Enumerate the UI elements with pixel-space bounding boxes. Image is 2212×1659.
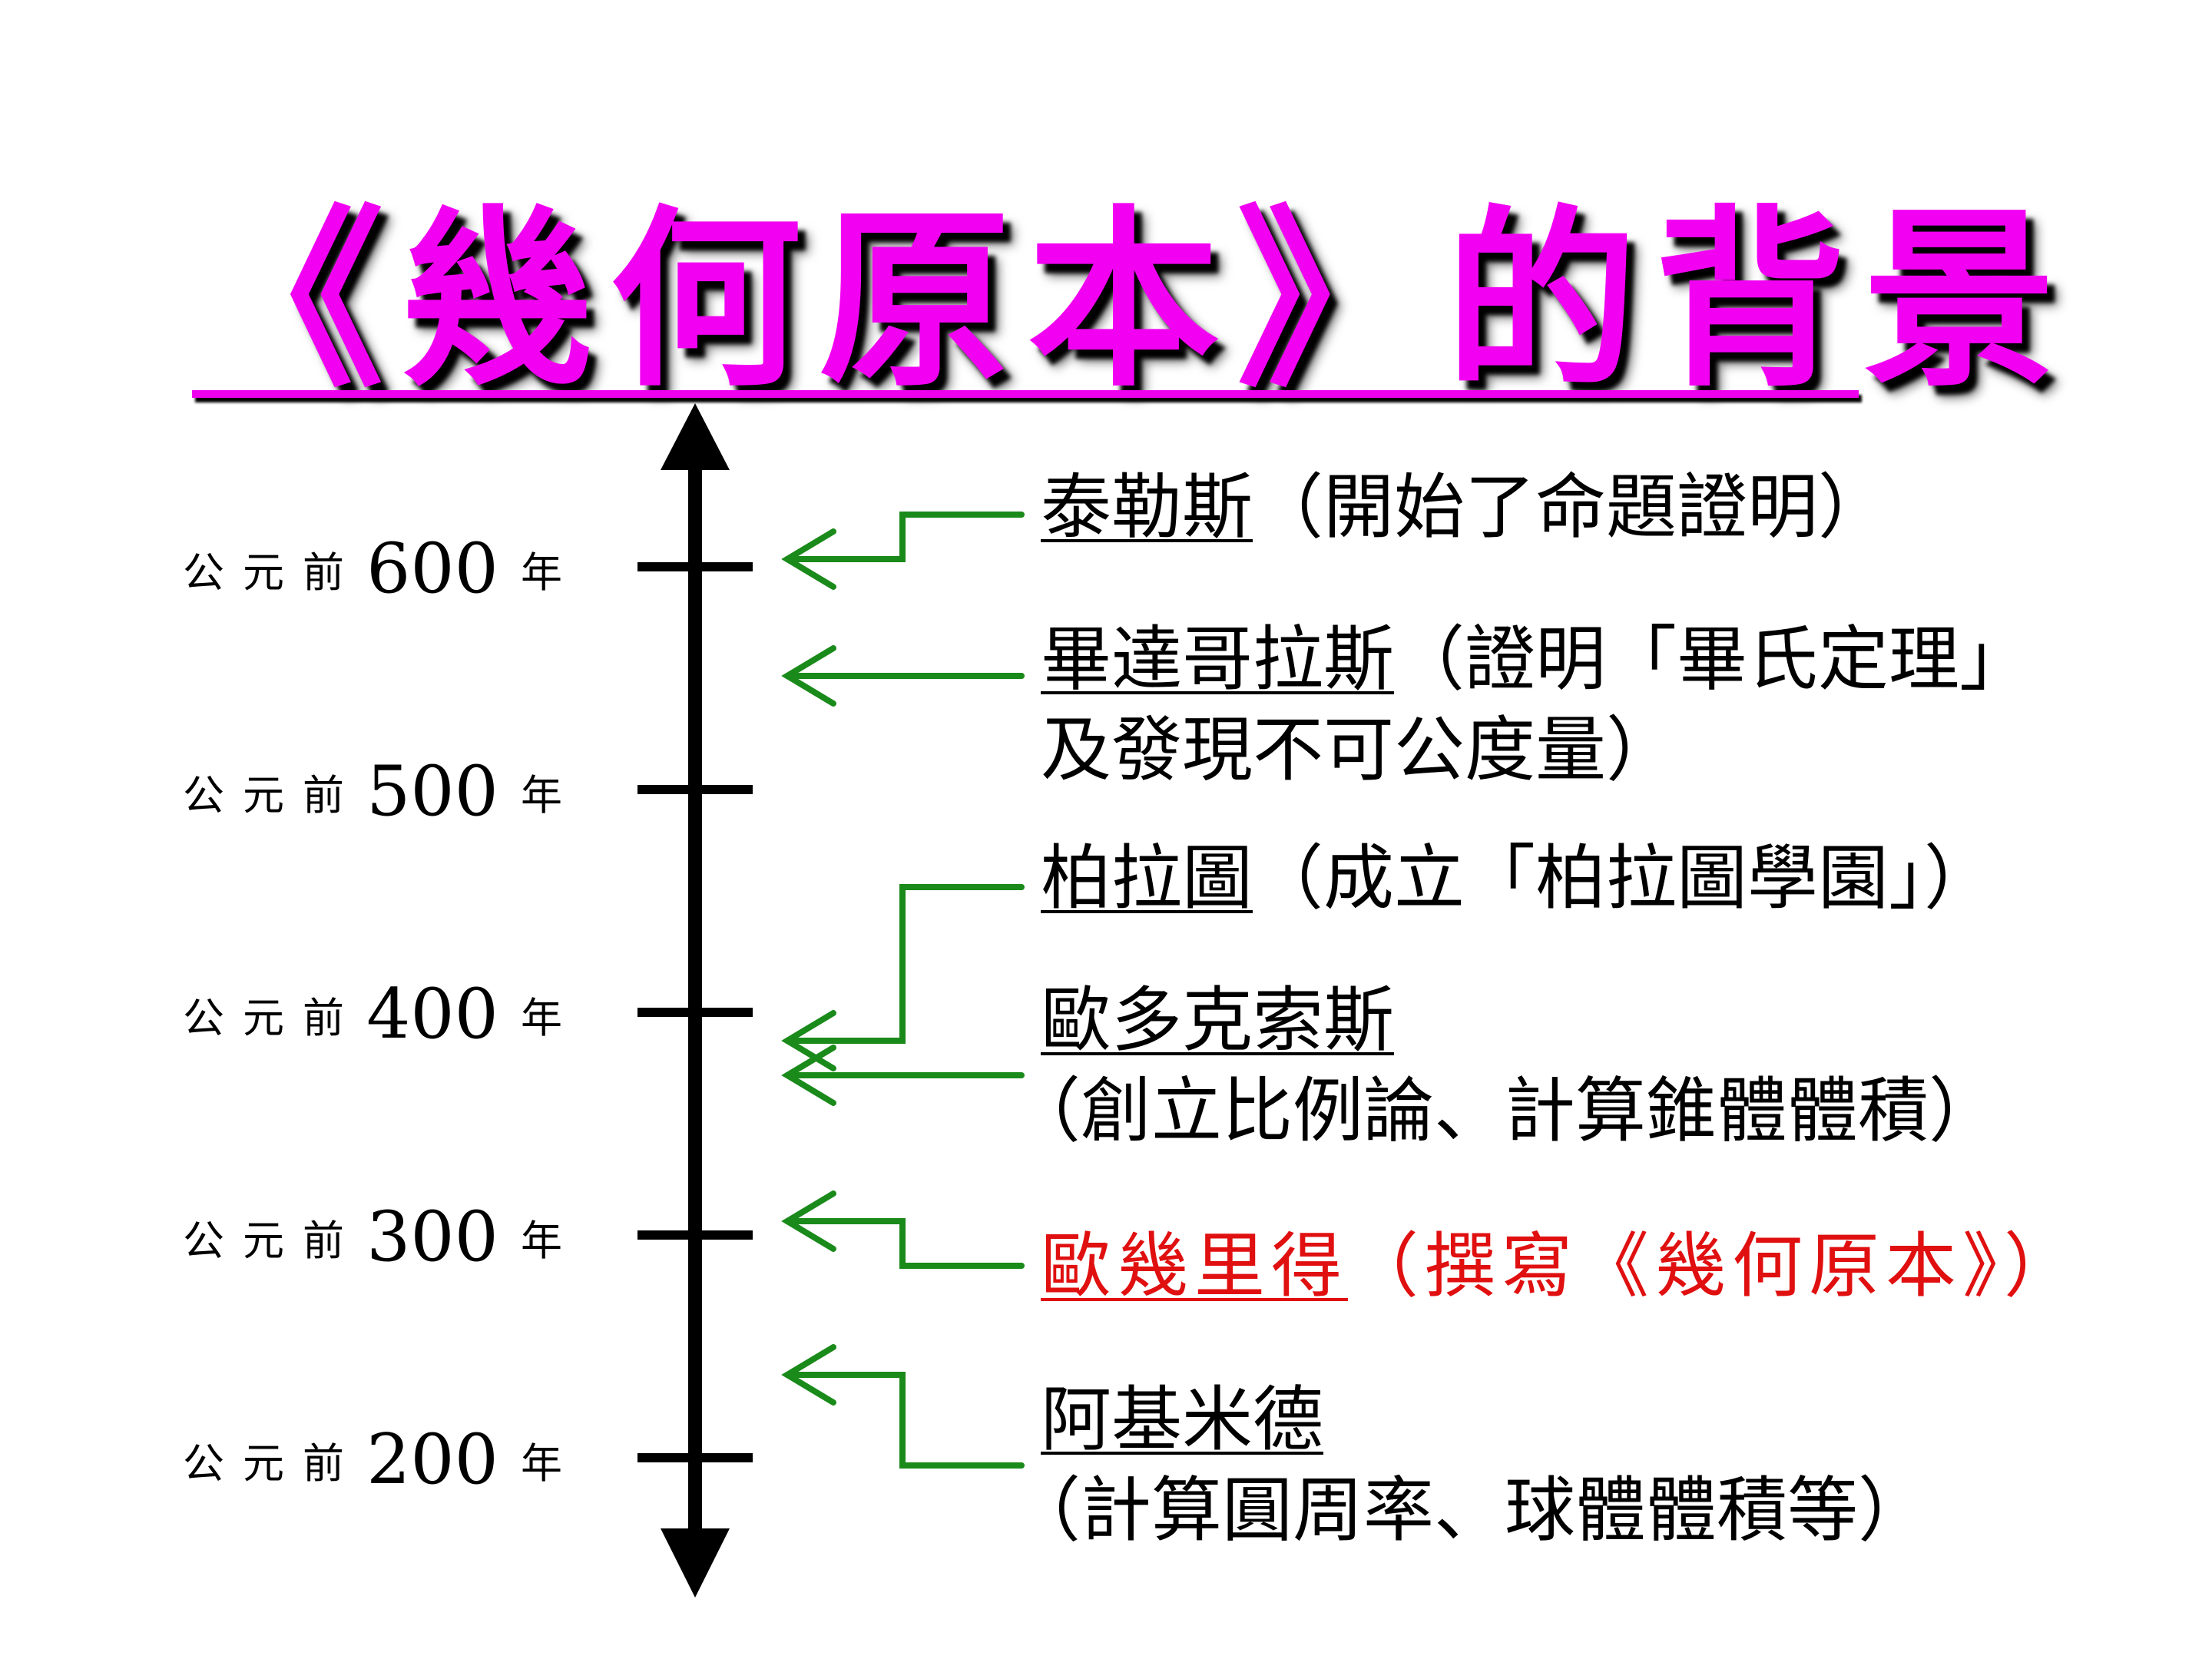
event-desc-line2: 及發現不可公度量） <box>1041 709 1677 791</box>
year-prefix: 公元前 <box>183 548 363 597</box>
year-suffix: 年 <box>520 994 562 1042</box>
axis-arrowhead-bottom <box>661 1528 730 1598</box>
event-name: 歐幾里得 <box>1041 1225 1349 1307</box>
year-label-200: 公元前 200 年 <box>183 1419 613 1500</box>
year-prefix: 公元前 <box>183 1217 363 1265</box>
page-title: 《幾何原本》的背景 <box>192 187 2072 412</box>
event-desc: （證明「畢氏定理」 <box>1394 618 2031 700</box>
arrow-euclid <box>781 1190 1025 1269</box>
event-pythagoras: 畢達哥拉斯（證明「畢氏定理」 及發現不可公度量） <box>1041 614 2030 796</box>
year-number: 200 <box>366 1419 498 1500</box>
axis-arrowhead-top <box>661 403 730 470</box>
year-suffix: 年 <box>520 548 562 597</box>
event-archimedes: 阿基米德 （計算圓周率、球體體積等） <box>1010 1375 1929 1556</box>
event-desc: （成立「柏拉圖學園」） <box>1253 837 1995 919</box>
year-number: 300 <box>366 1197 498 1277</box>
event-name: 柏拉圖 <box>1041 837 1253 919</box>
year-prefix: 公元前 <box>183 1439 363 1488</box>
event-desc: （開始了命題證明） <box>1253 466 1889 548</box>
title-underline <box>192 390 1859 398</box>
year-number: 400 <box>366 974 498 1055</box>
arrow-pythagoras <box>781 645 1025 707</box>
arrow-thales <box>781 512 1025 590</box>
event-name: 泰勒斯 <box>1041 466 1253 548</box>
year-label-300: 公元前 300 年 <box>183 1197 613 1277</box>
event-desc: （計算圓周率、球體體積等） <box>1010 1469 1929 1551</box>
year-suffix: 年 <box>520 1439 562 1488</box>
event-thales: 泰勒斯（開始了命題證明） <box>1041 462 1889 553</box>
year-label-400: 公元前 400 年 <box>183 974 613 1055</box>
year-suffix: 年 <box>520 771 562 820</box>
event-name: 阿基米德 <box>1041 1379 1324 1461</box>
arrow-plato <box>781 884 1025 1071</box>
year-label-500: 公元前 500 年 <box>183 751 613 832</box>
event-desc: （創立比例論、計算錐體體積） <box>1010 1070 2000 1152</box>
year-number: 500 <box>366 751 498 832</box>
year-suffix: 年 <box>520 1217 562 1265</box>
event-euclid: 歐幾里得（撰寫《幾何原本》） <box>1041 1221 2081 1312</box>
event-desc: （撰寫《幾何原本》） <box>1348 1225 2081 1307</box>
event-name: 歐多克索斯 <box>1041 979 1395 1061</box>
year-number: 600 <box>366 528 498 609</box>
event-plato: 柏拉圖（成立「柏拉圖學園」） <box>1041 833 1995 924</box>
arrow-archimedes <box>781 1344 1025 1469</box>
year-prefix: 公元前 <box>183 994 363 1042</box>
year-label-600: 公元前 600 年 <box>183 528 613 609</box>
year-prefix: 公元前 <box>183 771 363 820</box>
event-name: 畢達哥拉斯 <box>1041 618 1395 700</box>
arrow-eudoxus <box>781 1045 1025 1106</box>
event-eudoxus: 歐多克索斯 （創立比例論、計算錐體體積） <box>1010 975 1999 1157</box>
